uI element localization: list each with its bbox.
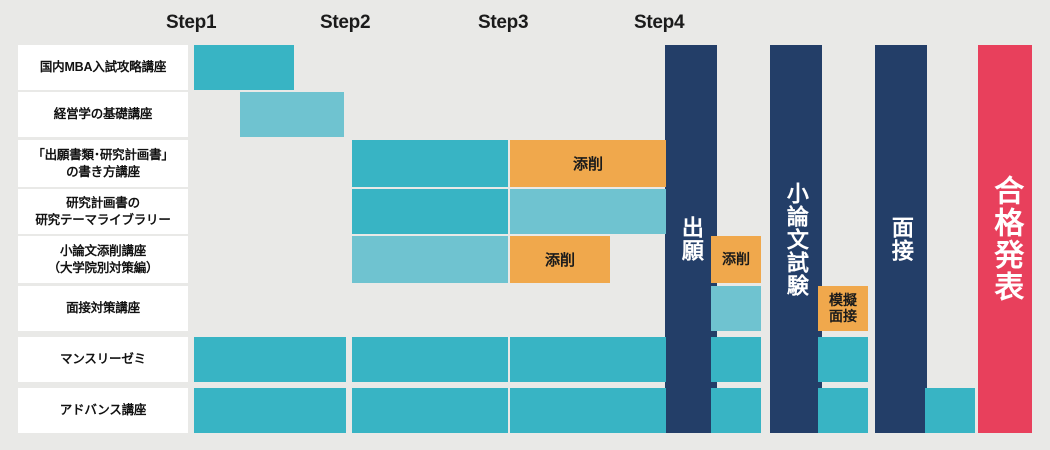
step-header-1: Step1 xyxy=(166,12,217,33)
bar-label-line: 模擬 xyxy=(829,291,857,308)
bar-c9r7[interactable] xyxy=(818,337,868,382)
bar-c11r8[interactable] xyxy=(925,388,975,433)
row-label-3[interactable]: 「出願書類･研究計画書」の書き方講座 xyxy=(18,140,188,187)
milestone-label: 合格発表 xyxy=(989,175,1023,303)
row-label-text: 小論文添削講座 （大学院別対策編） xyxy=(48,243,159,276)
bar-b3[interactable] xyxy=(352,140,508,187)
row-label-line: アドバンス講座 xyxy=(59,403,147,418)
bar-b5[interactable] xyxy=(352,189,508,234)
bar-b10[interactable] xyxy=(352,337,508,382)
row-label-7[interactable]: マンスリーゼミ xyxy=(18,337,188,382)
bar-b14[interactable] xyxy=(510,388,666,433)
step-header-3: Step3 xyxy=(478,12,529,33)
row-label-text: アドバンス講座 xyxy=(59,402,147,419)
milestone-label: 出願 xyxy=(678,216,704,262)
row-label-line: マンスリーゼミ xyxy=(60,352,146,367)
row-label-5[interactable]: 小論文添削講座 （大学院別対策編） xyxy=(18,236,188,283)
bar-b1[interactable] xyxy=(194,45,294,90)
row-label-text: 国内MBA入試攻略講座 xyxy=(40,59,166,76)
row-label-line: 小論文添削講座 xyxy=(59,244,147,258)
row-label-2[interactable]: 経営学の基礎講座 xyxy=(18,92,188,137)
bar-c7r6[interactable] xyxy=(711,286,761,331)
bar-label-line: 面接 xyxy=(829,307,857,324)
row-label-1[interactable]: 国内MBA入試攻略講座 xyxy=(18,45,188,90)
bar-c7r7[interactable] xyxy=(711,337,761,382)
row-label-line: （大学院別対策編） xyxy=(47,260,159,275)
row-label-line: 「出願書類･研究計画書」 xyxy=(32,148,174,162)
row-label-text: 研究計画書の研究テーマライブラリー xyxy=(35,195,171,228)
bar-b12[interactable] xyxy=(194,388,346,433)
bar-label: 添削 xyxy=(572,156,603,173)
row-label-6[interactable]: 面接対策講座 xyxy=(18,286,188,331)
row-label-line: 研究計画書の xyxy=(66,196,140,210)
bar-c7r5[interactable]: 添削 xyxy=(711,236,761,283)
row-label-line: 国内MBA入試攻略講座 xyxy=(39,60,167,75)
bar-b6[interactable] xyxy=(510,189,666,234)
milestone-m-shutsugan[interactable]: 出願 xyxy=(665,45,717,433)
bar-b4[interactable]: 添削 xyxy=(510,140,666,187)
milestone-m-shoronbun[interactable]: 小論文試験 xyxy=(770,45,822,433)
bar-label: 模擬面接 xyxy=(829,291,857,324)
step-header-4: Step4 xyxy=(634,12,685,33)
milestone-m-mensetsu[interactable]: 面接 xyxy=(875,45,927,433)
bar-b13[interactable] xyxy=(352,388,508,433)
row-label-text: 経営学の基礎講座 xyxy=(53,106,153,123)
bar-label: 添削 xyxy=(544,252,575,269)
bar-b11[interactable] xyxy=(510,337,666,382)
bar-c7r8[interactable] xyxy=(711,388,761,433)
row-label-text: マンスリーゼミ xyxy=(60,351,146,368)
row-label-text: 「出願書類･研究計画書」の書き方講座 xyxy=(32,147,174,180)
step-header-2: Step2 xyxy=(320,12,371,33)
row-label-text: 面接対策講座 xyxy=(66,300,140,317)
row-label-line: 面接対策講座 xyxy=(66,301,140,316)
row-label-line: 研究テーマライブラリー xyxy=(35,212,171,227)
bar-b2[interactable] xyxy=(240,92,344,137)
milestone-label: 面接 xyxy=(888,216,914,262)
row-label-line: の書き方講座 xyxy=(66,164,140,179)
bar-b7[interactable] xyxy=(352,236,508,283)
row-label-4[interactable]: 研究計画書の研究テーマライブラリー xyxy=(18,189,188,234)
milestone-m-goukaku[interactable]: 合格発表 xyxy=(978,45,1032,433)
bar-c9r8[interactable] xyxy=(818,388,868,433)
bar-c9r6[interactable]: 模擬面接 xyxy=(818,286,868,331)
milestone-label: 小論文試験 xyxy=(783,181,809,297)
bar-b9[interactable] xyxy=(194,337,346,382)
row-label-line: 経営学の基礎講座 xyxy=(53,107,153,122)
row-label-8[interactable]: アドバンス講座 xyxy=(18,388,188,433)
bar-b8[interactable]: 添削 xyxy=(510,236,610,283)
bar-label: 添削 xyxy=(722,250,750,267)
